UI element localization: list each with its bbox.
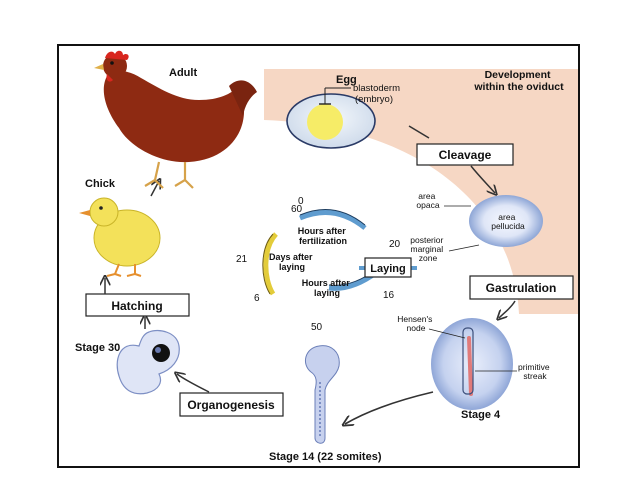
cleavage-label: Cleavage [439, 148, 492, 162]
cleavage-box [416, 143, 514, 166]
hours-after-laying-label: Hours after laying [302, 278, 353, 298]
stage14-label: Stage 14 (22 somites) [269, 451, 382, 463]
chick-illustration [79, 197, 161, 277]
gastrulation-label: Gastrulation [486, 281, 557, 295]
organogenesis-label: Organogenesis [187, 398, 275, 412]
svg-text:16: 16 [383, 290, 395, 301]
egg-yolk [307, 104, 343, 140]
stage4-to-stage14-arrow [345, 391, 434, 424]
blastoderm-label: blastoderm (embryo) [353, 83, 403, 105]
stage30-embryo [116, 329, 180, 395]
posterior-marginal-zone-label: posterior marginal zone [410, 235, 445, 263]
organogenesis-arrow [177, 374, 210, 393]
hatching-label: Hatching [111, 299, 162, 313]
gastrulation-box [469, 275, 574, 300]
days-after-laying-label: Days after laying [269, 252, 315, 272]
gastrulation-arrow [499, 300, 516, 318]
chick-development-diagram: Development within the oviduct Egg blast… [75, 50, 578, 463]
fertilization-arc [299, 210, 367, 230]
days-arc [263, 232, 278, 296]
stage4-label: Stage 4 [461, 409, 501, 421]
svg-text:60: 60 [291, 204, 303, 215]
laying-label: Laying [370, 263, 405, 275]
area-pellucida-label: area pellucida [491, 212, 525, 231]
chick-label: Chick [85, 178, 116, 190]
laying-box [364, 257, 412, 278]
hensens-node-label: Hensen's node [397, 314, 435, 333]
hen-illustration [94, 50, 257, 189]
hours-after-fertilization-label: Hours after fertilization [298, 226, 349, 246]
diagram-frame: Development within the oviduct Egg blast… [57, 44, 580, 468]
timeline: 60 0 20 21 6 16 50 Hours after fertiliza… [236, 196, 417, 333]
egg-to-cleavage-arrow [408, 125, 430, 139]
area-pellucida-disc [469, 195, 543, 247]
svg-text:21: 21 [236, 254, 248, 265]
area-opaca-label: area opaca [416, 191, 439, 210]
stage4-embryo [431, 318, 513, 410]
hatching-box [85, 293, 190, 317]
adult-label: Adult [169, 67, 197, 79]
svg-text:20: 20 [389, 239, 401, 250]
svg-text:50: 50 [311, 322, 323, 333]
svg-text:6: 6 [254, 293, 260, 304]
egg-label: Egg [336, 74, 357, 86]
primitive-streak-label: primitive streak [518, 362, 552, 381]
cleavage-arrow [470, 165, 495, 193]
svg-text:0: 0 [298, 196, 304, 207]
development-label: Development within the oviduct [473, 69, 564, 93]
stage30-label: Stage 30 [75, 342, 120, 354]
stage14-embryo [304, 345, 340, 444]
organogenesis-box [179, 392, 284, 417]
